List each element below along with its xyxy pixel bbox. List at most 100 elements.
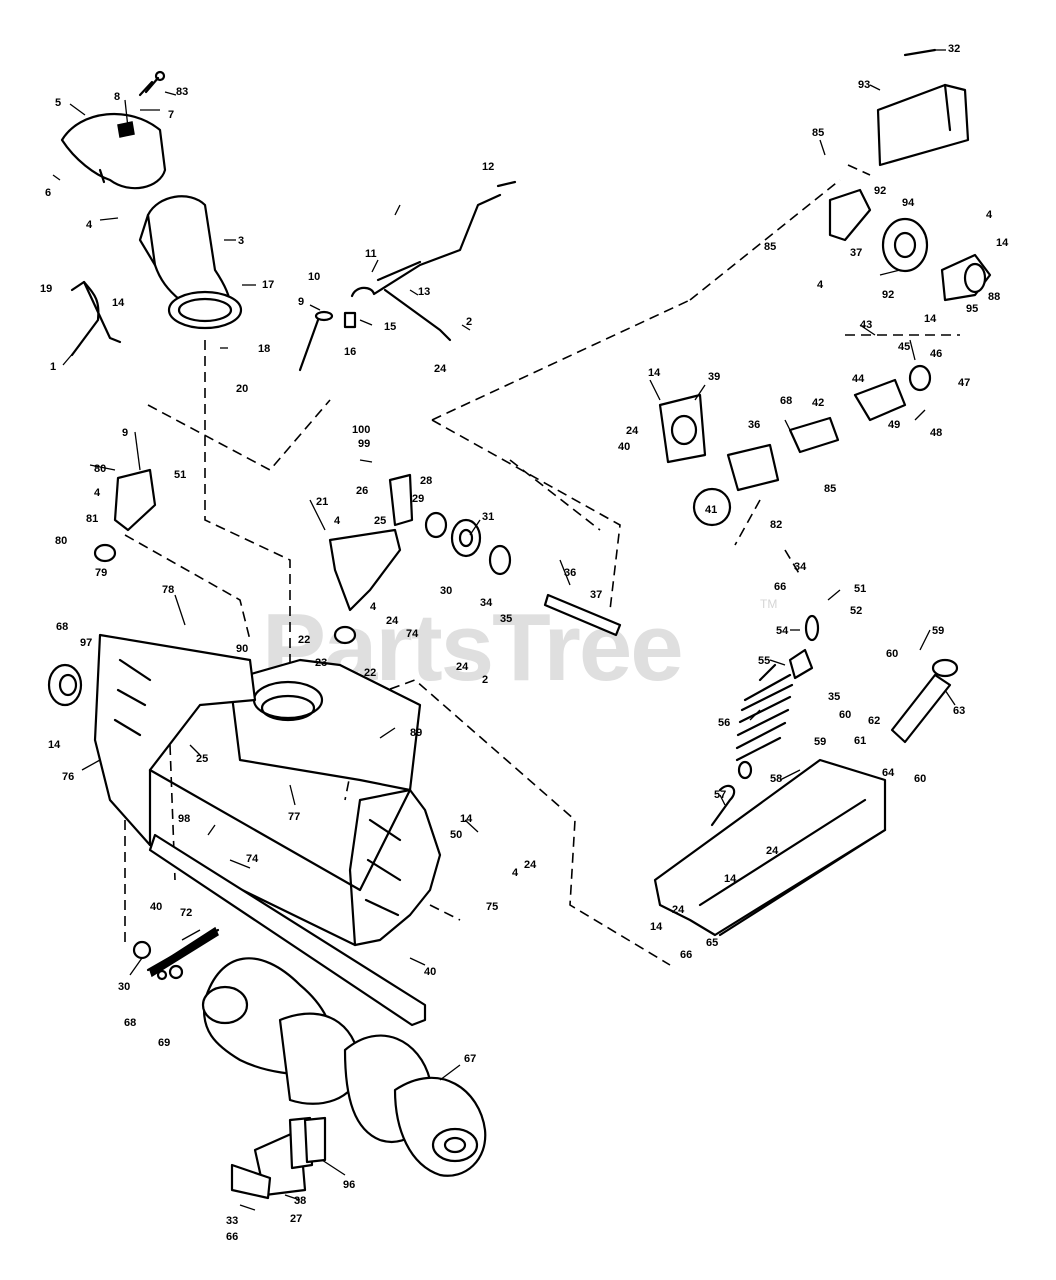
callout-43: 43 <box>860 319 872 331</box>
callout-77: 77 <box>288 811 300 823</box>
callout-97: 97 <box>80 637 92 649</box>
callout-92: 92 <box>874 185 886 197</box>
callout-40b: 40 <box>150 901 162 913</box>
callout-3: 3 <box>238 235 244 247</box>
callout-31: 31 <box>482 511 494 523</box>
callout-82: 82 <box>770 519 782 531</box>
callout-27: 27 <box>290 1213 302 1225</box>
callout-80: 80 <box>94 463 106 475</box>
callout-68b: 68 <box>56 621 68 633</box>
callout-80b: 80 <box>55 535 67 547</box>
callout-41: 41 <box>705 504 717 516</box>
callout-30: 30 <box>440 585 452 597</box>
callout-32: 32 <box>948 43 960 55</box>
callout-15: 15 <box>384 321 396 333</box>
callout-4f: 4 <box>370 601 377 613</box>
callout-40c: 40 <box>424 966 436 978</box>
callout-22b: 22 <box>364 667 376 679</box>
callout-24f: 24 <box>766 845 779 857</box>
callout-24b: 24 <box>626 425 639 437</box>
callout-60c: 60 <box>914 773 926 785</box>
callout-14g: 14 <box>724 873 737 885</box>
callout-19: 19 <box>40 283 52 295</box>
callout-50: 50 <box>450 829 462 841</box>
callout-14e: 14 <box>48 739 61 751</box>
discharge-chute <box>138 195 243 330</box>
callout-60b: 60 <box>839 709 851 721</box>
callout-68: 68 <box>780 395 792 407</box>
deflector-bolt <box>138 70 166 97</box>
auger <box>201 957 487 1177</box>
callout-42: 42 <box>812 397 824 409</box>
auger-housing-right-side <box>348 788 442 947</box>
callout-37b: 37 <box>590 589 602 601</box>
callout-51b: 51 <box>854 583 866 595</box>
callout-74: 74 <box>406 628 419 640</box>
callout-88: 88 <box>988 291 1000 303</box>
callout-10: 10 <box>308 271 320 283</box>
callout-4g: 4 <box>512 867 519 879</box>
callout-24d: 24 <box>456 661 469 673</box>
callout-39: 39 <box>708 371 720 383</box>
callout-60: 60 <box>886 648 898 660</box>
callout-83: 83 <box>176 86 188 98</box>
callout-9b: 9 <box>122 427 128 439</box>
callout-46: 46 <box>930 348 942 360</box>
callout-30b: 30 <box>118 981 130 993</box>
callout-59: 59 <box>932 625 944 637</box>
callout-67: 67 <box>464 1053 476 1065</box>
callout-54: 54 <box>776 625 789 637</box>
callout-22: 22 <box>298 634 310 646</box>
callout-76: 76 <box>62 771 74 783</box>
callout-40: 40 <box>618 441 630 453</box>
callout-85b: 85 <box>764 241 776 253</box>
callout-1: 1 <box>50 361 56 373</box>
callout-29: 29 <box>412 493 424 505</box>
callout-24e: 24 <box>524 859 537 871</box>
callout-49: 49 <box>888 419 900 431</box>
callout-2: 2 <box>466 316 472 328</box>
callout-17: 17 <box>262 279 274 291</box>
callout-4e: 4 <box>334 515 341 527</box>
auger-shear-plates <box>230 1116 327 1200</box>
callout-25: 25 <box>374 515 386 527</box>
callout-24: 24 <box>434 363 447 375</box>
callout-labels: 83 8 7 5 6 4 3 17 19 14 1 18 20 12 11 10… <box>40 43 1009 1243</box>
callout-26: 26 <box>356 485 368 497</box>
callout-38: 38 <box>294 1195 306 1207</box>
callout-72: 72 <box>180 907 192 919</box>
drive-pulley <box>47 663 83 707</box>
callout-14h: 14 <box>650 921 663 933</box>
callout-64: 64 <box>882 767 895 779</box>
callout-85: 85 <box>812 127 824 139</box>
callout-74b: 74 <box>246 853 259 865</box>
hitch-support-bracket <box>876 48 970 167</box>
callout-57: 57 <box>714 789 726 801</box>
chute-crank-rod <box>70 280 122 357</box>
callout-18: 18 <box>258 343 270 355</box>
callout-85c: 85 <box>824 483 836 495</box>
lift-frame <box>653 758 887 937</box>
blower-housing <box>228 658 422 792</box>
chute-control-rod <box>298 180 517 372</box>
impeller-drive-assembly <box>328 473 622 645</box>
callout-12: 12 <box>482 161 494 173</box>
callout-4: 4 <box>86 219 93 231</box>
callout-95: 95 <box>966 303 978 315</box>
callout-92b: 92 <box>882 289 894 301</box>
callout-56: 56 <box>718 717 730 729</box>
callout-58: 58 <box>770 773 782 785</box>
callout-13: 13 <box>418 286 430 298</box>
callout-45: 45 <box>898 341 910 353</box>
callout-69: 69 <box>158 1037 170 1049</box>
lift-link <box>788 614 820 680</box>
leader-lines <box>52 49 956 1211</box>
callout-5: 5 <box>55 97 61 109</box>
callout-14d: 14 <box>648 367 661 379</box>
callout-99: 99 <box>358 438 370 450</box>
callout-48: 48 <box>930 427 942 439</box>
callout-51: 51 <box>174 469 186 481</box>
callout-34b: 34 <box>794 561 807 573</box>
callout-68c: 68 <box>124 1017 136 1029</box>
